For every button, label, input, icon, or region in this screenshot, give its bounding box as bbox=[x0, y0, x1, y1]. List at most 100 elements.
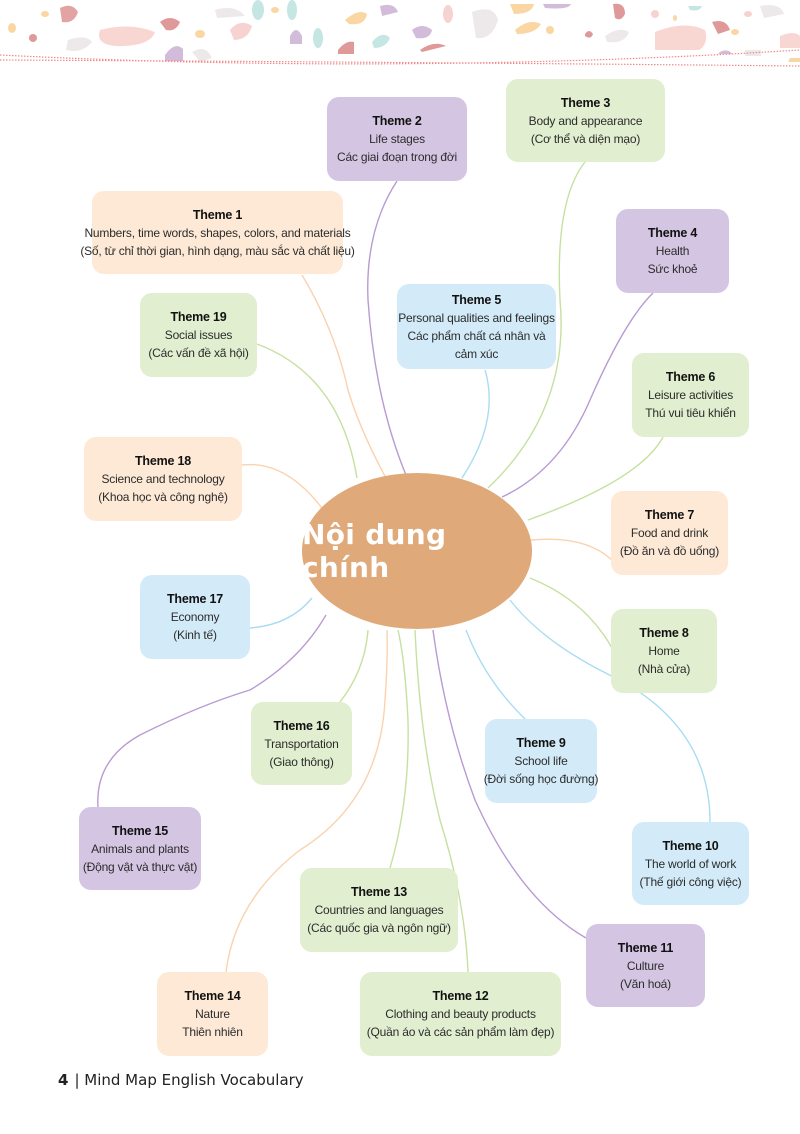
theme-node-10[interactable]: Theme 10 The world of work (Thế giới côn… bbox=[632, 822, 749, 905]
theme-vietnamese: (Cơ thể và diện mạo) bbox=[530, 131, 641, 146]
link-theme-3 bbox=[487, 161, 586, 489]
theme-node-17[interactable]: Theme 17 Economy (Kinh tế) bbox=[140, 575, 250, 659]
theme-english: Numbers, time words, shapes, colors, and… bbox=[84, 225, 351, 240]
theme-vietnamese: Sức khoẻ bbox=[647, 262, 698, 276]
link-theme-19 bbox=[256, 343, 358, 479]
theme-english: Personal qualities and feelings bbox=[398, 310, 555, 325]
theme-node-3[interactable]: Theme 3 Body and appearance (Cơ thể và d… bbox=[506, 79, 665, 162]
page-number: 4 bbox=[58, 1071, 69, 1089]
theme-english: Life stages bbox=[369, 132, 425, 146]
theme-vietnamese-cont: cảm xúc bbox=[454, 346, 499, 361]
theme-english: School life bbox=[514, 754, 568, 768]
theme-english: Leisure activities bbox=[647, 388, 734, 402]
theme-title: Theme 19 bbox=[170, 310, 227, 324]
theme-english: Science and technology bbox=[101, 472, 225, 486]
theme-node-15[interactable]: Theme 15 Animals and plants (Động vật và… bbox=[79, 807, 201, 890]
theme-title: Theme 1 bbox=[192, 207, 243, 222]
terrazzo-header-decoration bbox=[0, 0, 800, 67]
page-footer: 4 | Mind Map English Vocabulary bbox=[58, 1071, 304, 1089]
theme-node-12[interactable]: Theme 12 Clothing and beauty products (Q… bbox=[360, 972, 561, 1056]
theme-node-7[interactable]: Theme 7 Food and drink (Đồ ăn và đồ uống… bbox=[611, 491, 728, 575]
theme-vietnamese: (Quần áo và các sản phẩm làm đẹp) bbox=[366, 1025, 555, 1039]
theme-vietnamese: Các phẩm chất cá nhân và bbox=[407, 328, 546, 343]
theme-english: Home bbox=[648, 644, 680, 658]
link-theme-14 bbox=[225, 629, 388, 973]
theme-title: Theme 16 bbox=[273, 718, 330, 733]
theme-english: Countries and languages bbox=[314, 903, 444, 917]
theme-node-8[interactable]: Theme 8 Home (Nhà cửa) bbox=[611, 609, 717, 693]
theme-node-16[interactable]: Theme 16 Transportation (Giao thông) bbox=[251, 702, 352, 785]
theme-node-14[interactable]: Theme 14 Nature Thiên nhiên bbox=[157, 972, 268, 1056]
theme-title: Theme 12 bbox=[432, 989, 489, 1003]
theme-vietnamese: (Động vật và thực vật) bbox=[82, 859, 198, 874]
central-topic-node[interactable]: Nội dung chính bbox=[302, 473, 532, 629]
theme-title: Theme 6 bbox=[665, 370, 716, 384]
theme-title: Theme 10 bbox=[662, 838, 719, 853]
theme-vietnamese: (Đời sống học đường) bbox=[483, 772, 599, 786]
theme-vietnamese: (Nhà cửa) bbox=[637, 662, 691, 676]
link-theme-4 bbox=[501, 292, 654, 498]
link-theme-6 bbox=[527, 436, 664, 521]
theme-vietnamese: (Các vấn đề xã hội) bbox=[148, 346, 249, 360]
theme-title: Theme 7 bbox=[644, 508, 695, 522]
theme-english: Body and appearance bbox=[528, 113, 643, 128]
link-theme-18 bbox=[241, 463, 323, 509]
theme-english: Health bbox=[655, 244, 690, 258]
theme-english: Economy bbox=[170, 610, 220, 624]
link-theme-8 bbox=[529, 577, 613, 649]
theme-english: The world of work bbox=[644, 856, 737, 871]
theme-english: Clothing and beauty products bbox=[385, 1007, 536, 1021]
link-theme-16 bbox=[339, 629, 369, 703]
link-theme-11 bbox=[432, 629, 587, 939]
theme-title: Theme 2 bbox=[372, 114, 422, 128]
theme-title: Theme 5 bbox=[451, 292, 502, 307]
theme-node-2[interactable]: Theme 2 Life stages Các giai đoạn trong … bbox=[327, 97, 467, 181]
theme-vietnamese: Các giai đoạn trong đời bbox=[336, 150, 457, 164]
theme-vietnamese: (Các quốc gia và ngôn ngữ) bbox=[307, 921, 451, 935]
theme-node-11[interactable]: Theme 11 Culture (Văn hoá) bbox=[586, 924, 705, 1007]
link-theme-15 bbox=[97, 614, 327, 808]
link-theme-13 bbox=[389, 629, 409, 869]
theme-title: Theme 18 bbox=[134, 454, 192, 468]
theme-node-19[interactable]: Theme 19 Social issues (Các vấn đề xã hộ… bbox=[140, 293, 257, 377]
theme-title: Theme 14 bbox=[184, 989, 241, 1003]
theme-english: Transportation bbox=[264, 736, 339, 751]
theme-title: Theme 3 bbox=[560, 95, 611, 110]
link-theme-5 bbox=[461, 369, 490, 479]
theme-vietnamese: (Khoa học và công nghệ) bbox=[98, 490, 228, 504]
theme-title: Theme 8 bbox=[639, 626, 689, 640]
link-theme-2 bbox=[367, 180, 407, 476]
theme-title: Theme 15 bbox=[111, 823, 169, 838]
theme-english: Animals and plants bbox=[91, 841, 189, 856]
theme-title: Theme 9 bbox=[516, 736, 566, 750]
theme-node-5[interactable]: Theme 5 Personal qualities and feelings … bbox=[397, 284, 556, 369]
theme-node-18[interactable]: Theme 18 Science and technology (Khoa họ… bbox=[84, 437, 242, 521]
theme-english: Social issues bbox=[164, 328, 233, 342]
book-title: Mind Map English Vocabulary bbox=[84, 1071, 304, 1089]
theme-node-1[interactable]: Theme 1 Numbers, time words, shapes, col… bbox=[80, 191, 355, 274]
theme-node-13[interactable]: Theme 13 Countries and languages (Các qu… bbox=[300, 868, 458, 952]
theme-english: Nature bbox=[195, 1007, 230, 1021]
theme-english: Food and drink bbox=[630, 526, 709, 540]
theme-title: Theme 4 bbox=[647, 226, 698, 240]
theme-node-6[interactable]: Theme 6 Leisure activities Thú vui tiêu … bbox=[632, 353, 749, 437]
theme-vietnamese: (Kinh tế) bbox=[173, 628, 217, 642]
theme-vietnamese: (Văn hoá) bbox=[620, 976, 671, 991]
theme-node-9[interactable]: Theme 9 School life (Đời sống học đường) bbox=[483, 719, 599, 803]
theme-title: Theme 13 bbox=[350, 885, 408, 899]
link-theme-9 bbox=[465, 629, 526, 720]
footer-separator: | bbox=[74, 1071, 80, 1089]
link-theme-12 bbox=[414, 629, 469, 973]
theme-vietnamese: (Đồ ăn và đồ uống) bbox=[619, 544, 720, 558]
theme-node-4[interactable]: Theme 4 Health Sức khoẻ bbox=[616, 209, 729, 293]
link-theme-17 bbox=[249, 597, 313, 629]
theme-vietnamese: Thiên nhiên bbox=[182, 1025, 243, 1039]
link-theme-7 bbox=[530, 538, 613, 561]
theme-vietnamese: (Giao thông) bbox=[269, 754, 334, 769]
theme-vietnamese: (Thế giới công việc) bbox=[639, 874, 742, 889]
theme-title: Theme 17 bbox=[166, 592, 224, 606]
theme-title: Theme 11 bbox=[617, 940, 674, 955]
theme-vietnamese: (Số, từ chỉ thời gian, hình dạng, màu sắ… bbox=[80, 243, 355, 258]
central-topic-label: Nội dung chính bbox=[302, 518, 447, 584]
